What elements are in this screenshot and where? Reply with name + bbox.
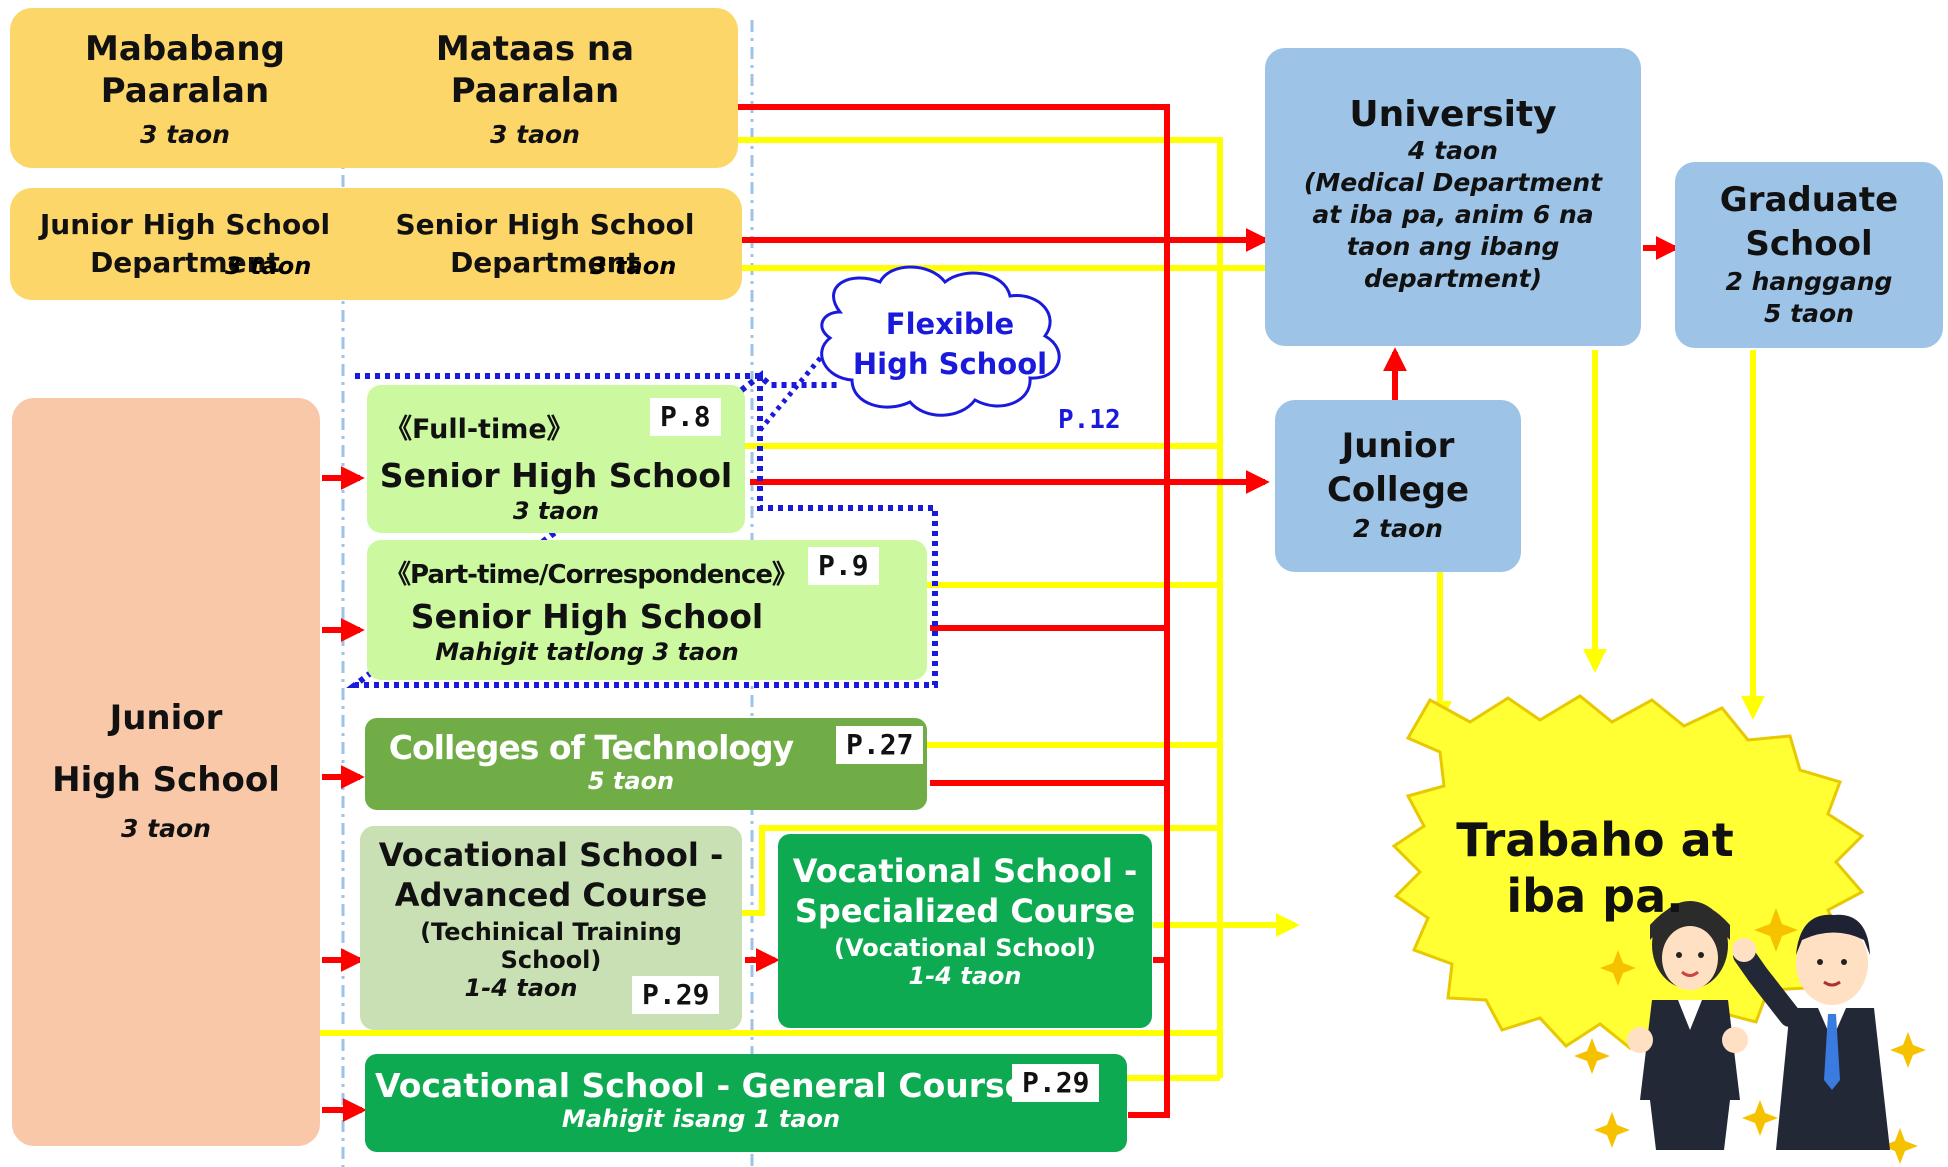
- tech-name: Colleges of Technology: [388, 728, 794, 767]
- university-name: University: [1349, 94, 1557, 135]
- junior-college-years: 2 taon: [1353, 514, 1443, 543]
- fulltime-page-ref: P.8: [650, 398, 721, 436]
- parttime-years: Mahigit tatlong 3 taon: [435, 638, 739, 666]
- jhs-dept-label: Junior High School Department: [30, 206, 340, 282]
- graduate-years1: 2 hanggang: [1725, 267, 1893, 296]
- shs-dept-name: Senior High School Department: [395, 208, 695, 279]
- university-note2: at iba pa, anim 6 na: [1312, 200, 1594, 229]
- top-school-box: [10, 8, 738, 168]
- graduate-line2: School: [1745, 224, 1873, 264]
- junior-college-line1: Junior: [1341, 426, 1455, 466]
- voc-adv-sub1: (Techinical Training: [420, 918, 682, 946]
- graduate-line1: Graduate: [1719, 180, 1899, 220]
- junior-high-line1: Junior: [109, 698, 223, 738]
- voc-spec-years: 1-4 taon: [908, 962, 1022, 990]
- jhs-dept-years: 3 taon: [225, 252, 312, 280]
- fulltime-name: Senior High School: [379, 456, 733, 495]
- voc-spec-sub: (Vocational School): [834, 934, 1096, 962]
- flexible-label: Flexible High School: [845, 304, 1055, 384]
- elementary-years: 3 taon: [140, 120, 230, 149]
- sparkle-icons: [1574, 908, 1926, 1164]
- man-figure: [1732, 914, 1890, 1150]
- flexible-dotted-outline: [346, 369, 938, 688]
- voc-gen-page-ref: P.29: [1012, 1064, 1100, 1102]
- parttime-page-ref: P.9: [808, 547, 879, 585]
- voc-specialized-box: Vocational School - Specialized Course (…: [778, 834, 1152, 1028]
- shs-dept-label: Senior High School Department: [395, 206, 695, 282]
- voc-adv-line2: Advanced Course: [394, 876, 708, 914]
- graduate-school-box: Graduate School 2 hanggang 5 taon: [1675, 162, 1943, 348]
- elementary-name: Mababang Paaralan: [85, 29, 285, 111]
- parttime-tag: 《Part-time/Correspondence》: [385, 560, 798, 590]
- flexible-page-ref: P.12: [1058, 405, 1121, 435]
- tech-page-ref: P.27: [836, 726, 924, 764]
- tech-college-box: Colleges of Technology 5 taon: [365, 718, 927, 810]
- junior-college-line2: College: [1326, 470, 1470, 510]
- voc-adv-line1: Vocational School -: [378, 836, 724, 874]
- university-years: 4 taon: [1408, 136, 1498, 165]
- tech-years: 5 taon: [587, 767, 675, 795]
- university-note3: taon ang ibang: [1346, 232, 1560, 261]
- university-note4: department): [1363, 264, 1543, 293]
- work-label: Trabaho at iba pa.: [1420, 812, 1770, 924]
- high-name: Mataas na Paaralan: [435, 29, 635, 111]
- flexible-cloud: [820, 265, 1061, 417]
- fulltime-years: 3 taon: [512, 497, 600, 525]
- fulltime-tag: 《Full-time》: [385, 414, 574, 445]
- voc-gen-name: Vocational School - General Course: [374, 1066, 1028, 1105]
- university-note1: (Medical Department: [1303, 168, 1603, 197]
- woman-figure: [1627, 901, 1748, 1150]
- parttime-shs-box: 《Part-time/Correspondence》 Senior High S…: [367, 540, 927, 680]
- parttime-name: Senior High School: [410, 597, 764, 636]
- jhs-dept-name: Junior High School Department: [39, 208, 331, 279]
- high-school-label: Mataas na Paaralan 3 taon: [370, 28, 700, 149]
- junior-high-years: 3 taon: [121, 814, 211, 843]
- voc-general-box: Vocational School - General Course Mahig…: [365, 1054, 1127, 1152]
- flexible-line2: High School: [852, 347, 1048, 381]
- voc-spec-line2: Specialized Course: [794, 892, 1136, 930]
- university-box: University 4 taon (Medical Department at…: [1265, 48, 1641, 346]
- elementary-label: Mababang Paaralan 3 taon: [20, 28, 350, 149]
- voc-advanced-box: Vocational School - Advanced Course (Tec…: [360, 826, 742, 1030]
- junior-high-box: Junior High School 3 taon: [12, 398, 320, 1146]
- graduate-years2: 5 taon: [1764, 299, 1854, 328]
- junior-high-line2: High School: [52, 760, 280, 800]
- voc-adv-page-ref: P.29: [632, 976, 720, 1014]
- work-line1: Trabaho at: [1456, 813, 1734, 867]
- work-line2: iba pa.: [1506, 869, 1684, 923]
- voc-gen-years: Mahigit isang 1 taon: [561, 1105, 841, 1133]
- voc-adv-sub2: School): [500, 946, 602, 974]
- high-years: 3 taon: [490, 120, 580, 149]
- voc-spec-line1: Vocational School -: [792, 852, 1138, 890]
- junior-college-box: Junior College 2 taon: [1275, 400, 1521, 572]
- shs-dept-years: 3 taon: [590, 252, 677, 280]
- voc-adv-years: 1-4 taon: [464, 974, 578, 1002]
- flexible-line1: Flexible: [885, 307, 1015, 341]
- department-box: [10, 188, 742, 300]
